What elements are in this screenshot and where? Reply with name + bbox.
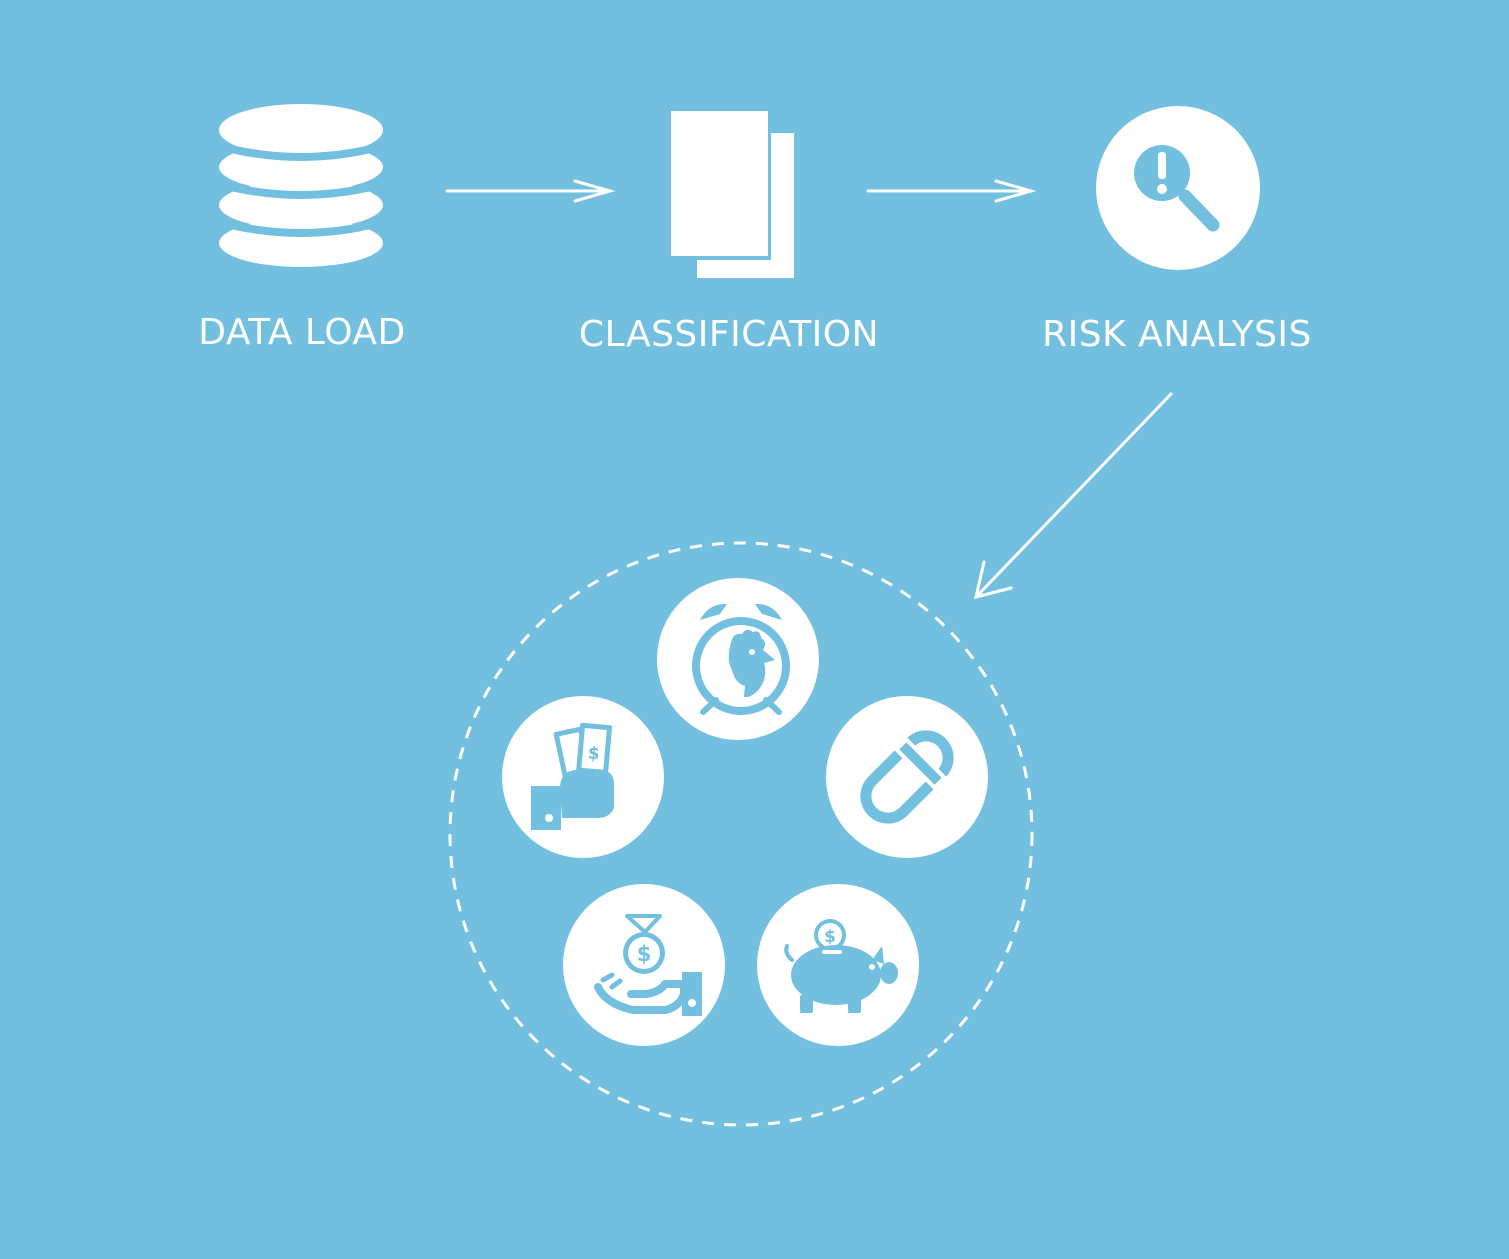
alarm-clock-rooster-icon <box>657 578 819 740</box>
step-label-classification: CLASSIFICATION <box>578 314 880 355</box>
arrow-to-classification <box>445 179 616 203</box>
documents-icon <box>668 108 794 278</box>
svg-text:$: $ <box>824 927 836 947</box>
hand-money-bag-icon: $ <box>563 884 725 1046</box>
step-label-risk-analysis: RISK ANALYSIS <box>1042 314 1312 355</box>
arrow-to-risk-types <box>973 392 1173 600</box>
carabiner-icon <box>826 696 988 858</box>
svg-text:$: $ <box>637 942 652 966</box>
database-icon <box>217 104 385 267</box>
svg-text:$: $ <box>587 743 601 764</box>
piggy-bank-icon: $ <box>757 884 919 1046</box>
hand-cash-icon: $ <box>502 696 664 858</box>
risk-types-group-outline <box>448 541 1034 1127</box>
risk-search-icon <box>1096 106 1260 270</box>
step-label-data-load: DATA LOAD <box>198 312 406 353</box>
arrow-to-risk-analysis <box>866 179 1037 203</box>
